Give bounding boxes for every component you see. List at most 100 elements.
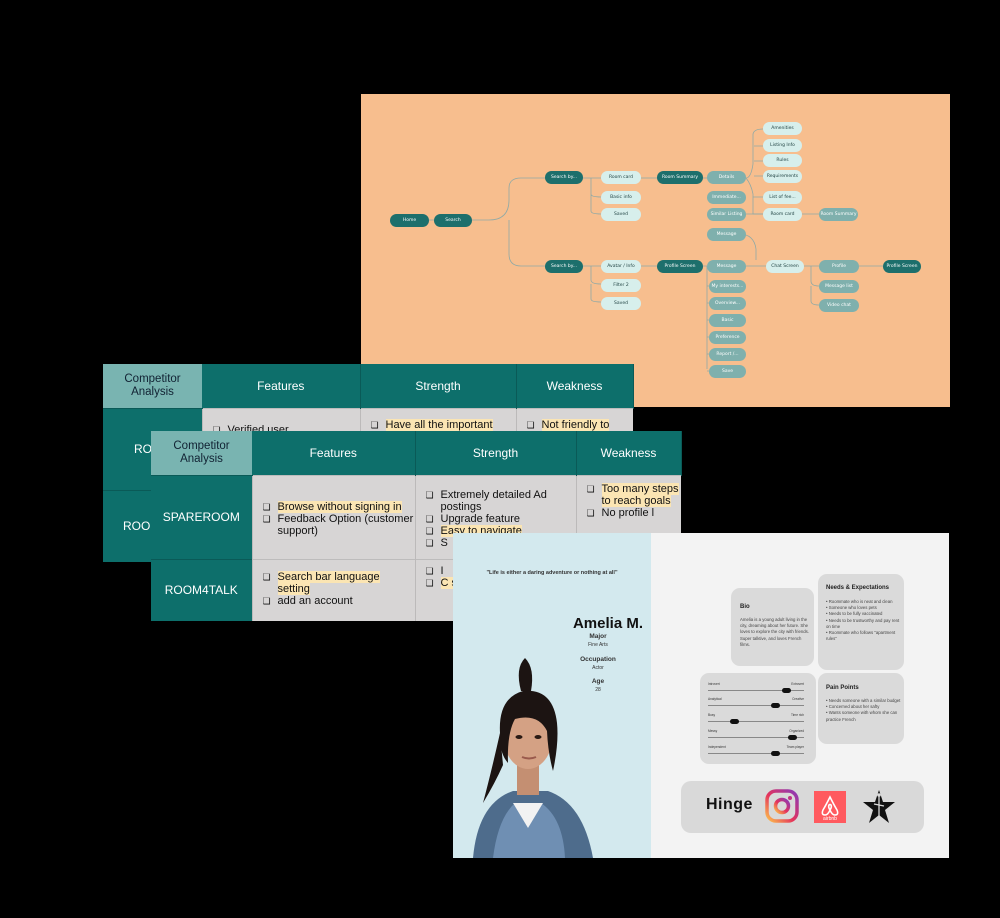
node-rules[interactable]: Rules xyxy=(763,154,802,167)
traits-panel: Introvert Extrovert Analytical Creative … xyxy=(700,673,816,764)
needs-item: Roommate who follows "apartment rules" xyxy=(826,630,902,642)
slider-knob xyxy=(770,702,780,708)
node-profile-screen-2[interactable]: Profile Screen xyxy=(883,260,921,273)
hamilton-star-icon xyxy=(863,790,895,823)
pain-points-panel: Pain Points Needs someone with a similar… xyxy=(818,673,904,744)
node-listing-info[interactable]: Listing Info xyxy=(763,139,802,152)
apps-logos-panel: Hinge airbnb xyxy=(681,781,924,833)
needs-panel: Needs & Expectations Roommate who is nea… xyxy=(818,574,904,670)
node-message-top[interactable]: Message xyxy=(707,228,746,241)
age-value: 28 xyxy=(595,687,601,693)
features-cell: Browse without signing in Feedback Optio… xyxy=(251,474,415,559)
node-amenities[interactable]: Amenities xyxy=(763,122,802,135)
hinge-logo: Hinge xyxy=(706,796,753,813)
node-save[interactable]: Save xyxy=(709,365,746,378)
node-report[interactable]: Report /... xyxy=(709,348,746,361)
node-room-card[interactable]: Room card xyxy=(601,171,641,184)
node-saved-bottom[interactable]: Saved xyxy=(601,297,641,310)
header-strength: Strength xyxy=(360,364,517,408)
node-search[interactable]: Search xyxy=(434,214,472,227)
node-message[interactable]: Message xyxy=(707,260,746,273)
node-message-list[interactable]: Message list xyxy=(819,280,859,293)
bio-panel: Bio Amelia is a young adult living in th… xyxy=(731,588,814,666)
weakness-item: Not friendly to xyxy=(517,418,634,431)
pain-title: Pain Points xyxy=(826,685,859,691)
pain-item: Concerned about her safty xyxy=(826,704,902,710)
strength-item: S xyxy=(416,537,576,549)
feature-item: Search bar language setting xyxy=(253,570,415,595)
feature-item: Browse without signing in xyxy=(253,500,415,513)
sitemap-connectors xyxy=(429,128,883,372)
node-profile-screen[interactable]: Profile Screen xyxy=(657,260,703,273)
node-chat-screen[interactable]: Chat Screen xyxy=(766,260,804,273)
node-profile[interactable]: Profile xyxy=(819,260,859,273)
pain-item: Needs someone with a similar budget xyxy=(826,698,902,704)
occupation-label: Occupation xyxy=(580,656,616,663)
needs-item: Needs to be trustworthy and pay rent on … xyxy=(826,618,902,630)
node-my-interests[interactable]: My interests... xyxy=(709,280,746,293)
weakness-item: Too many steps to reach goals xyxy=(577,482,682,507)
node-immediate[interactable]: Immediate... xyxy=(707,191,746,204)
node-details[interactable]: Details xyxy=(707,171,746,184)
bio-text: Amelia is a young adult living in the ci… xyxy=(740,617,810,647)
airbnb-icon: airbnb xyxy=(814,791,846,823)
slider-knob xyxy=(787,734,797,740)
header-strength: Strength xyxy=(415,431,577,475)
row-label-room4talk: ROOM4TALK xyxy=(151,558,252,621)
strength-item: I xyxy=(416,565,576,577)
occupation-value: Actor xyxy=(592,665,604,671)
slider-knob xyxy=(770,750,780,756)
node-basic-info[interactable]: Basic info xyxy=(601,191,641,204)
node-room-card-2[interactable]: Room card xyxy=(763,208,802,221)
header-competitor: Competitor Analysis xyxy=(103,364,202,408)
node-room-summary[interactable]: Room Summary xyxy=(657,171,703,184)
persona-left-panel: "Life is either a daring adventure or no… xyxy=(453,533,651,858)
needs-title: Needs & Expectations xyxy=(826,585,890,591)
pain-list: Needs someone with a similar budget Conc… xyxy=(826,698,902,723)
needs-item: Needs to be fully vaccinated xyxy=(826,611,902,617)
strength-item: Have all the important xyxy=(361,418,516,431)
strength-item: Extremely detailed Ad postings xyxy=(416,489,576,513)
major-label: Major xyxy=(589,633,607,640)
persona-photo xyxy=(473,658,593,858)
persona-card: "Life is either a daring adventure or no… xyxy=(453,533,949,858)
node-video-chat[interactable]: Video chat xyxy=(819,299,859,312)
header-features: Features xyxy=(252,431,416,475)
needs-list: Roommate who is neat and clean Someone w… xyxy=(826,599,902,642)
header-features: Features xyxy=(202,364,361,408)
persona-quote: "Life is either a daring adventure or no… xyxy=(486,570,618,576)
node-similar-listing[interactable]: Similar Listing xyxy=(707,208,746,221)
feature-item: add an account xyxy=(253,595,415,607)
node-saved-top[interactable]: Saved xyxy=(601,208,641,221)
age-label: Age xyxy=(591,678,605,685)
node-search-by-profile[interactable]: Search by... xyxy=(545,260,583,273)
node-filter[interactable]: Filter 2 xyxy=(601,279,641,292)
node-list-of-fee[interactable]: List of fee... xyxy=(763,191,802,204)
bio-title: Bio xyxy=(740,604,750,610)
slider-knob xyxy=(782,687,792,693)
persona-name: Amelia M. xyxy=(572,615,643,632)
strength-item: Upgrade feature xyxy=(416,513,576,525)
node-home[interactable]: Home xyxy=(390,214,429,227)
feature-item: Feedback Option (customer support) xyxy=(253,513,415,537)
header-competitor: Competitor Analysis xyxy=(151,431,252,475)
row-label-spareroom: SPAREROOM xyxy=(151,474,252,559)
node-avatar-info[interactable]: Avatar / Info xyxy=(601,260,641,273)
major-value: Fine Arts xyxy=(588,642,608,648)
features-cell: Search bar language setting add an accou… xyxy=(251,558,415,621)
header-weakness: Weakness xyxy=(516,364,634,408)
instagram-icon xyxy=(765,789,799,823)
node-preference[interactable]: Preference xyxy=(709,331,746,344)
pain-item: Wants someone with whom she can practice… xyxy=(826,710,902,722)
slider-knob xyxy=(730,718,740,724)
needs-item: Someone who loves pets xyxy=(826,605,902,611)
node-overview[interactable]: Overview... xyxy=(709,297,746,310)
node-room-summary-2[interactable]: Room Summary xyxy=(819,208,858,221)
node-requirements[interactable]: Requirements xyxy=(763,170,802,183)
node-basic[interactable]: Basic xyxy=(709,314,746,327)
needs-item: Roommate who is neat and clean xyxy=(826,599,902,605)
header-weakness: Weakness xyxy=(576,431,682,475)
node-search-by-room[interactable]: Search by... xyxy=(545,171,583,184)
sitemap-card: Home Search Search by... Room card Basic… xyxy=(361,94,950,407)
weakness-item: No profile l xyxy=(577,507,682,519)
